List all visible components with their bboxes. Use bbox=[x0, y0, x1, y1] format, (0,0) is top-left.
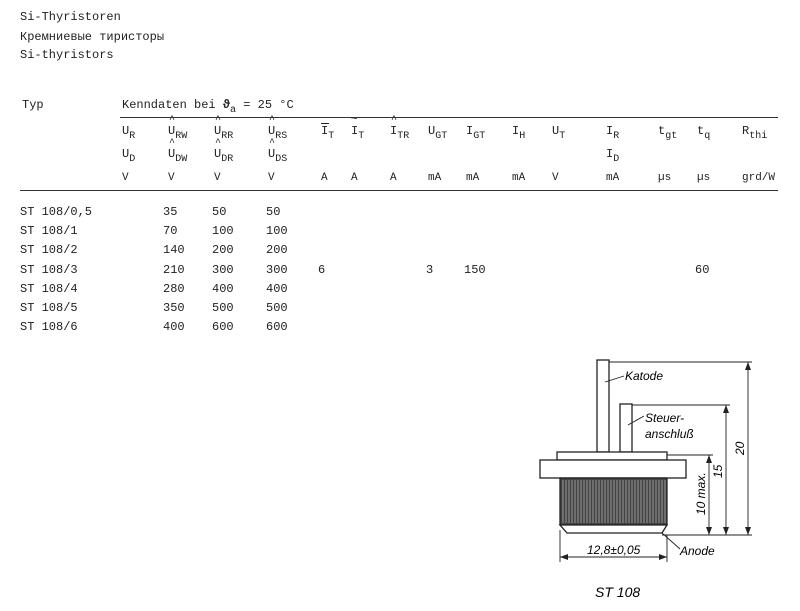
type-cell: ST 108/3 bbox=[20, 262, 78, 277]
title-en: Si-thyristors bbox=[20, 48, 114, 62]
column-unit: A bbox=[351, 172, 358, 184]
typ-header: Typ bbox=[22, 98, 44, 112]
value-cell: 50 bbox=[212, 205, 227, 219]
type-cell: ST 108/6 bbox=[20, 320, 78, 335]
column-header: IGT bbox=[466, 124, 486, 142]
column-unit: V bbox=[268, 172, 275, 184]
column-header: Rthi bbox=[742, 124, 768, 142]
type-cell: ST 108/2 bbox=[20, 243, 78, 258]
column-header: IT bbox=[351, 114, 364, 142]
value-cell: 200 bbox=[212, 243, 234, 258]
column-unit: mA bbox=[512, 172, 526, 184]
value-cell: 210 bbox=[163, 262, 185, 277]
value-cell: 400 bbox=[266, 281, 288, 296]
gate-lead bbox=[619, 403, 633, 453]
value-cell: 280 bbox=[163, 281, 185, 296]
column-header: UT bbox=[552, 124, 566, 142]
column-header: tq bbox=[697, 124, 711, 142]
column-unit: V bbox=[168, 172, 175, 184]
column-unit: µs bbox=[697, 172, 711, 184]
type-cell: ST 108/0,5 bbox=[20, 205, 93, 219]
value-cell: 500 bbox=[266, 301, 288, 315]
column-header: IT bbox=[321, 123, 335, 142]
column-unit: mA bbox=[606, 172, 620, 184]
value-cell: 150 bbox=[464, 262, 486, 277]
gate-label-2: anschluß bbox=[645, 427, 694, 441]
header-bottom-rule bbox=[20, 190, 778, 191]
type-cell: ST 108/5 bbox=[20, 301, 78, 315]
value-cell: 50 bbox=[266, 205, 281, 219]
value-cell: 35 bbox=[163, 205, 178, 219]
anode-label: Anode bbox=[679, 544, 715, 558]
height-15-dimension: 15 bbox=[711, 464, 725, 478]
gate-label-1: Steuer- bbox=[645, 411, 684, 425]
column-unit: V bbox=[214, 172, 221, 184]
column-header: tgt bbox=[658, 124, 678, 142]
value-cell: 60 bbox=[695, 262, 710, 277]
column-header: URSUDS bbox=[268, 115, 287, 165]
height-20-dimension: 20 bbox=[733, 441, 747, 456]
value-cell: 400 bbox=[163, 320, 185, 335]
value-cell: 140 bbox=[163, 243, 185, 258]
column-unit: V bbox=[552, 172, 559, 184]
column-header: URWUDW bbox=[168, 115, 187, 165]
katode-label: Katode bbox=[625, 369, 663, 383]
value-cell: 3 bbox=[426, 262, 434, 277]
value-cell: 300 bbox=[212, 262, 234, 277]
height-10-dimension: 10 max. bbox=[694, 472, 708, 515]
value-cell: 200 bbox=[266, 243, 288, 258]
anode-base bbox=[558, 524, 669, 534]
column-header: ITR bbox=[390, 115, 409, 142]
column-unit: µs bbox=[658, 172, 672, 184]
value-cell: 300 bbox=[266, 262, 288, 277]
type-cell: ST 108/4 bbox=[20, 281, 78, 296]
title-ru: Кремниевые тиристоры bbox=[20, 30, 165, 44]
value-cell: 100 bbox=[212, 224, 234, 239]
width-dimension: 12,8±0,05 bbox=[587, 543, 641, 557]
value-cell: 400 bbox=[212, 281, 234, 296]
column-header: URRUDR bbox=[214, 115, 233, 165]
column-header: IH bbox=[512, 124, 526, 142]
column-unit: V bbox=[122, 172, 129, 184]
column-unit: mA bbox=[428, 172, 442, 184]
diagram-caption: ST 108 bbox=[595, 584, 640, 600]
column-unit: A bbox=[321, 172, 328, 184]
value-cell: 70 bbox=[163, 224, 178, 239]
table-caption: Kenndaten bei ϑa = 25 °C bbox=[122, 98, 294, 116]
flange bbox=[539, 459, 687, 479]
value-cell: 6 bbox=[318, 262, 326, 277]
value-cell: 500 bbox=[212, 301, 234, 315]
value-cell: 600 bbox=[212, 320, 234, 335]
katode-lead bbox=[596, 359, 610, 453]
column-unit: mA bbox=[466, 172, 480, 184]
value-cell: 100 bbox=[266, 224, 288, 239]
value-cell: 600 bbox=[266, 320, 288, 335]
title-de: Si-Thyristoren bbox=[20, 10, 121, 24]
type-cell: ST 108/1 bbox=[20, 224, 78, 239]
value-cell: 350 bbox=[163, 301, 185, 315]
top-plate bbox=[556, 451, 668, 461]
column-header: UGT bbox=[428, 124, 448, 142]
column-unit: A bbox=[390, 172, 397, 184]
column-unit: grd/W bbox=[742, 172, 776, 184]
header-rule bbox=[120, 117, 778, 118]
